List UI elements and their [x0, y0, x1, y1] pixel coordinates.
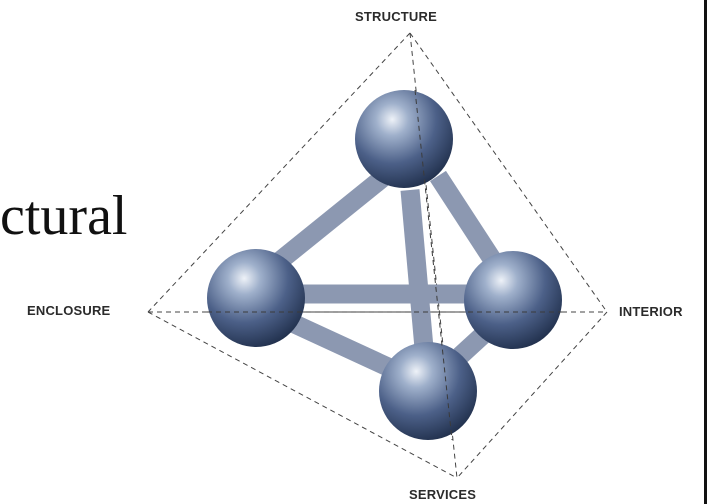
strut-top-right	[430, 170, 502, 268]
dashed-edge-right-bottom	[456, 311, 608, 479]
dashed-edge-top-left	[147, 32, 411, 313]
strut-top-bottom	[400, 189, 434, 349]
slide-right-border	[704, 0, 707, 504]
sphere-services	[379, 342, 477, 440]
dashed-front-segments	[207, 89, 562, 441]
slide-title-fragment: ctural	[0, 185, 128, 247]
label-structure: STRUCTURE	[355, 9, 437, 24]
struts	[270, 168, 503, 376]
label-enclosure: ENCLOSURE	[27, 303, 111, 318]
label-services: SERVICES	[409, 487, 477, 502]
sphere-structure	[355, 90, 453, 188]
label-interior: INTERIOR	[619, 304, 683, 319]
strut-top-left	[270, 168, 391, 272]
dashed-edge-left-bottom	[147, 311, 458, 479]
strut-left-bottom	[282, 311, 392, 376]
dashed-front-vertical	[414, 89, 453, 441]
dashed-edge-top-right	[409, 32, 608, 313]
sphere-interior	[464, 251, 562, 349]
sphere-enclosure	[207, 249, 305, 347]
